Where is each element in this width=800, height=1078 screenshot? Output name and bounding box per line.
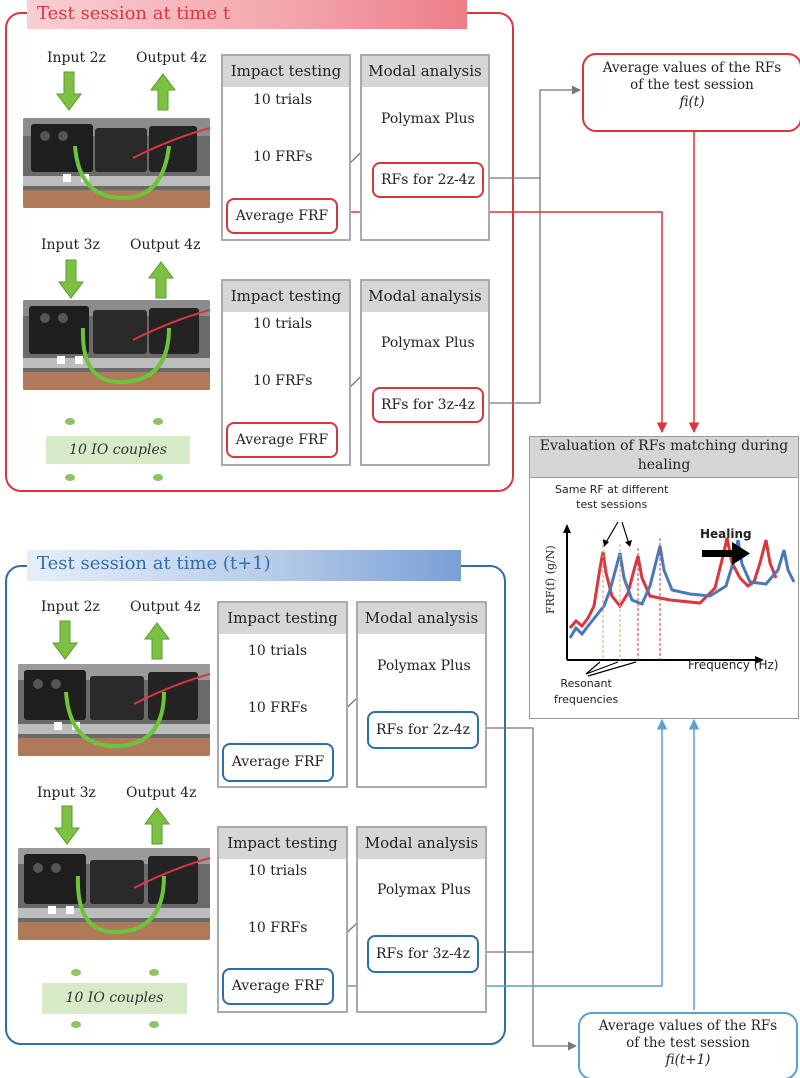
healing-arrow-shaft — [702, 550, 734, 557]
modal-analysis-header: Modal analysis — [358, 828, 485, 859]
same-rf-pointer — [621, 521, 630, 545]
trials-label: 10 trials — [248, 863, 308, 879]
ellipsis-dot — [65, 418, 75, 425]
specimen-photo — [23, 118, 210, 208]
frfs-label: 10 FRFs — [248, 920, 308, 936]
resonant-annotation: Resonant frequencies — [554, 676, 618, 708]
same-rf-pointer-head — [625, 540, 632, 547]
output-label: Output 4z — [130, 599, 201, 615]
average-rfs-line2: of the test session — [626, 1035, 750, 1051]
evaluation-panel: FRF(f) (g/N) Same RF at different test s… — [529, 477, 799, 719]
output-label: Output 4z — [126, 785, 197, 801]
ellipsis-dot — [71, 1021, 81, 1028]
specimen-photo — [18, 848, 210, 940]
rfs-box: RFs for 3z-4z — [372, 387, 484, 423]
input-label: Input 3z — [41, 237, 100, 253]
specimen-photo-graphic — [23, 300, 210, 390]
ellipsis-dot — [71, 969, 81, 976]
rfs-box: RFs for 2z-4z — [372, 162, 484, 198]
specimen-photo-graphic — [23, 118, 210, 208]
specimen-photo — [18, 664, 210, 756]
modal-analysis-header: Modal analysis — [362, 56, 488, 87]
session-t1-title: Test session at time (t+1) — [37, 553, 271, 574]
io-couples-label: 10 IO couples — [46, 436, 190, 464]
impact-testing-header: Impact testing — [219, 603, 346, 634]
polymax-label: Polymax Plus — [377, 658, 471, 674]
output-label: Output 4z — [130, 237, 201, 253]
modal-analysis-header: Modal analysis — [362, 281, 488, 312]
average-frf-box: Average FRF — [222, 743, 334, 782]
same-rf-annotation: Same RF at different test sessions — [555, 482, 668, 512]
input-label: Input 3z — [37, 785, 96, 801]
output-label: Output 4z — [136, 50, 207, 66]
frfs-label: 10 FRFs — [248, 700, 308, 716]
x-axis-label: Frequency (Hz) — [688, 658, 779, 672]
frf-plot: FRF(f) (g/N) — [544, 521, 796, 677]
frf-x-axis-arrowhead — [755, 656, 764, 664]
resonant-line2: frequencies — [554, 693, 619, 706]
same-rf-pointer-head — [603, 539, 609, 547]
trials-label: 10 trials — [248, 643, 308, 659]
same-rf-line2: test sessions — [576, 498, 648, 511]
polymax-label: Polymax Plus — [377, 882, 471, 898]
specimen-photo — [23, 300, 210, 390]
ellipsis-dot — [65, 474, 75, 481]
resonant-pointer — [585, 661, 601, 675]
input-label: Input 2z — [41, 599, 100, 615]
io-couples-label: 10 IO couples — [42, 983, 187, 1014]
ellipsis-dot — [149, 969, 159, 976]
average-frf-box: Average FRF — [226, 422, 338, 458]
same-rf-line1: Same RF at different — [555, 483, 669, 496]
session-t1-banner: Test session at time (t+1) — [27, 550, 461, 581]
average-rfs-box: Average values of the RFs of the test se… — [578, 1012, 798, 1078]
trials-label: 10 trials — [253, 316, 313, 332]
rfs-box: RFs for 2z-4z — [367, 711, 479, 749]
average-rfs-line3: fi(t) — [679, 94, 705, 110]
healing-arrow-head — [732, 542, 750, 565]
rfs-box: RFs for 3z-4z — [367, 935, 479, 973]
average-rfs-line1: Average values of the RFs — [602, 60, 782, 76]
average-frf-box: Average FRF — [222, 968, 334, 1005]
frfs-label: 10 FRFs — [253, 149, 313, 165]
frf-y-axis-arrowhead — [563, 524, 571, 533]
average-rfs-line3: fi(t+1) — [665, 1052, 711, 1068]
modal-analysis-header: Modal analysis — [358, 603, 485, 634]
average-rfs-box: Average values of the RFs of the test se… — [582, 53, 800, 132]
input-label: Input 2z — [47, 50, 106, 66]
frfs-label: 10 FRFs — [253, 373, 313, 389]
modal-analysis-panel: Modal analysis — [360, 279, 490, 466]
average-rfs-line2: of the test session — [630, 77, 754, 93]
modal-analysis-panel: Modal analysis — [356, 601, 487, 788]
resonant-line1: Resonant — [560, 677, 612, 690]
trials-label: 10 trials — [253, 92, 313, 108]
impact-testing-header: Impact testing — [219, 828, 346, 859]
frf-curve-before — [568, 537, 778, 629]
session-t-title: Test session at time t — [37, 3, 231, 24]
average-frf-box: Average FRF — [226, 198, 338, 234]
average-rfs-line1: Average values of the RFs — [598, 1018, 778, 1034]
resonant-pointer — [587, 661, 637, 677]
impact-testing-header: Impact testing — [223, 281, 349, 312]
modal-analysis-panel: Modal analysis — [356, 826, 487, 1013]
polymax-label: Polymax Plus — [381, 111, 475, 127]
resonant-pointer — [585, 661, 619, 675]
y-axis-label: FRF(f) (g/N) — [544, 545, 557, 614]
same-rf-pointer — [604, 521, 619, 545]
ellipsis-dot — [149, 1021, 159, 1028]
ellipsis-dot — [153, 418, 163, 425]
specimen-photo-graphic — [18, 664, 210, 756]
evaluation-header: Evaluation of RFs matching during healin… — [529, 436, 799, 478]
polymax-label: Polymax Plus — [381, 335, 475, 351]
ellipsis-dot — [153, 474, 163, 481]
healing-label: Healing — [700, 527, 752, 541]
session-t-banner: Test session at time t — [27, 0, 467, 29]
modal-analysis-panel: Modal analysis — [360, 54, 490, 241]
impact-testing-header: Impact testing — [223, 56, 349, 87]
specimen-photo-graphic — [18, 848, 210, 940]
